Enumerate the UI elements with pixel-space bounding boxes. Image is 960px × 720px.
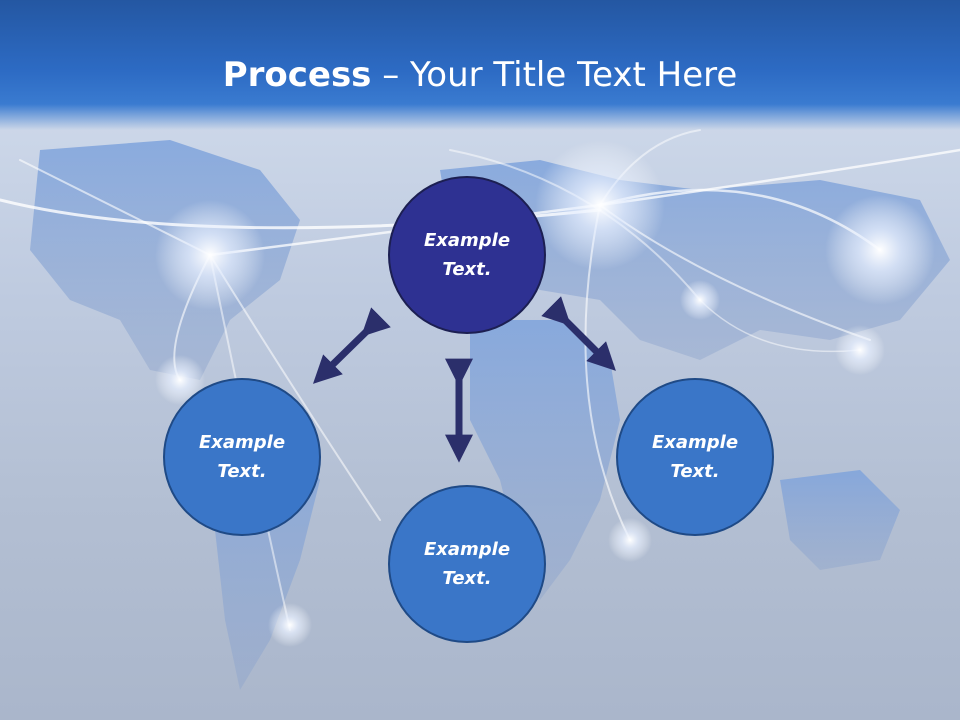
continent-shapes	[30, 140, 950, 690]
arrow-top-left	[312, 307, 391, 384]
glow-points	[155, 140, 935, 647]
slide-title: Process – Your Title Text Here	[0, 52, 960, 98]
arrow-top-right	[541, 296, 616, 371]
node-left: Example Text.	[163, 378, 321, 536]
title-bar	[0, 0, 960, 130]
node-bottom-text: Example Text.	[423, 539, 511, 589]
node-top-text: Example Text.	[423, 230, 511, 280]
node-right-text: Example Text.	[651, 432, 739, 482]
title-rest: – Your Title Text Here	[371, 55, 738, 95]
node-left-text: Example Text.	[198, 432, 286, 482]
node-top: Example Text.	[388, 176, 546, 334]
title-bold: Process	[222, 55, 372, 95]
node-right: Example Text.	[616, 378, 774, 536]
node-bottom: Example Text.	[388, 485, 546, 643]
